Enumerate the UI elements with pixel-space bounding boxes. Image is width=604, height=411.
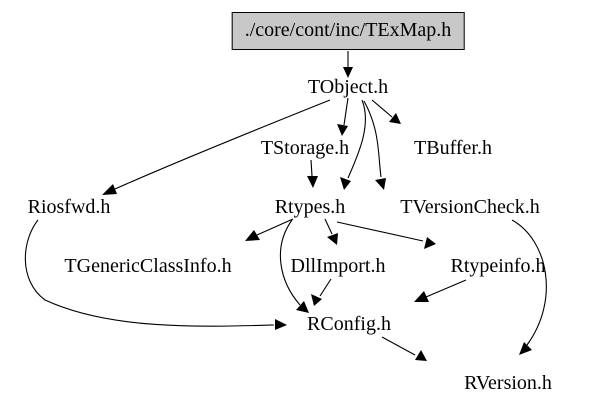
arrowhead-rtypeinfo-to-rconfig [414, 291, 429, 302]
node-tbuffer[interactable]: TBuffer.h [414, 137, 492, 159]
arrowhead-rtypes-to-rtypeinfo [424, 237, 436, 249]
node-rversion[interactable]: RVersion.h [464, 372, 552, 394]
edge-rtypes-to-rconfig [279, 219, 301, 306]
arrowhead-rtypes-to-tgenericclassinfo [245, 230, 260, 241]
node-root[interactable]: ./core/cont/inc/TExMap.h [231, 12, 465, 50]
node-riosfwd[interactable]: Riosfwd.h [27, 196, 111, 218]
arrowhead-tobject-to-tbuffer [389, 113, 401, 124]
node-tobject[interactable]: TObject.h [307, 76, 389, 98]
edge-tversioncheck-to-rversion [511, 219, 547, 346]
edge-tobject-to-tstorage [343, 97, 349, 126]
arrowhead-tobject-to-rtypes [340, 177, 351, 190]
arrowhead-tversioncheck-to-rversion [519, 342, 532, 355]
arrowhead-root-to-tobject [343, 67, 353, 78]
node-rtypes[interactable]: Rtypes.h [274, 196, 346, 218]
edge-rtypes-to-tgenericclassinfo [256, 218, 294, 236]
edge-dllimport-to-rconfig [319, 278, 332, 297]
edge-tobject-to-tversioncheck [363, 100, 382, 178]
edge-tobject-to-tbuffer [371, 99, 393, 118]
arrowhead-tobject-to-tstorage [337, 124, 348, 136]
edge-rconfig-to-rversion [381, 336, 416, 356]
edges-group [24, 51, 547, 361]
node-tstorage[interactable]: TStorage.h [260, 137, 350, 159]
node-tgenericclassinfo[interactable]: TGenericClassInfo.h [64, 255, 232, 277]
arrowhead-rconfig-to-rversion [415, 350, 427, 361]
edge-tobject-to-riosfwd [114, 99, 331, 190]
node-dllimport[interactable]: DllImport.h [290, 255, 386, 277]
node-rtypeinfo[interactable]: Rtypeinfo.h [450, 255, 546, 277]
edge-riosfwd-to-rconfig [24, 219, 275, 327]
edge-rtypeinfo-to-rconfig [425, 279, 467, 298]
edge-rtypes-to-rtypeinfo [336, 221, 424, 242]
edge-tobject-to-rtypes [347, 99, 366, 179]
node-rconfig[interactable]: RConfig.h [307, 313, 391, 335]
edge-tstorage-to-rtypes [310, 159, 313, 177]
arrowhead-rtypes-to-rconfig [296, 301, 309, 313]
arrowhead-tobject-to-riosfwd [102, 184, 117, 195]
arrowhead-riosfwd-to-rconfig [275, 319, 287, 330]
arrowhead-tobject-to-tversioncheck [375, 178, 386, 190]
arrowhead-dllimport-to-rconfig [311, 294, 322, 306]
arrowhead-rtypes-to-dllimport [327, 233, 338, 245]
node-tversioncheck[interactable]: TVersionCheck.h [400, 196, 540, 218]
edge-rtypes-to-dllimport [324, 218, 333, 235]
arrowhead-tstorage-to-rtypes [307, 176, 318, 188]
